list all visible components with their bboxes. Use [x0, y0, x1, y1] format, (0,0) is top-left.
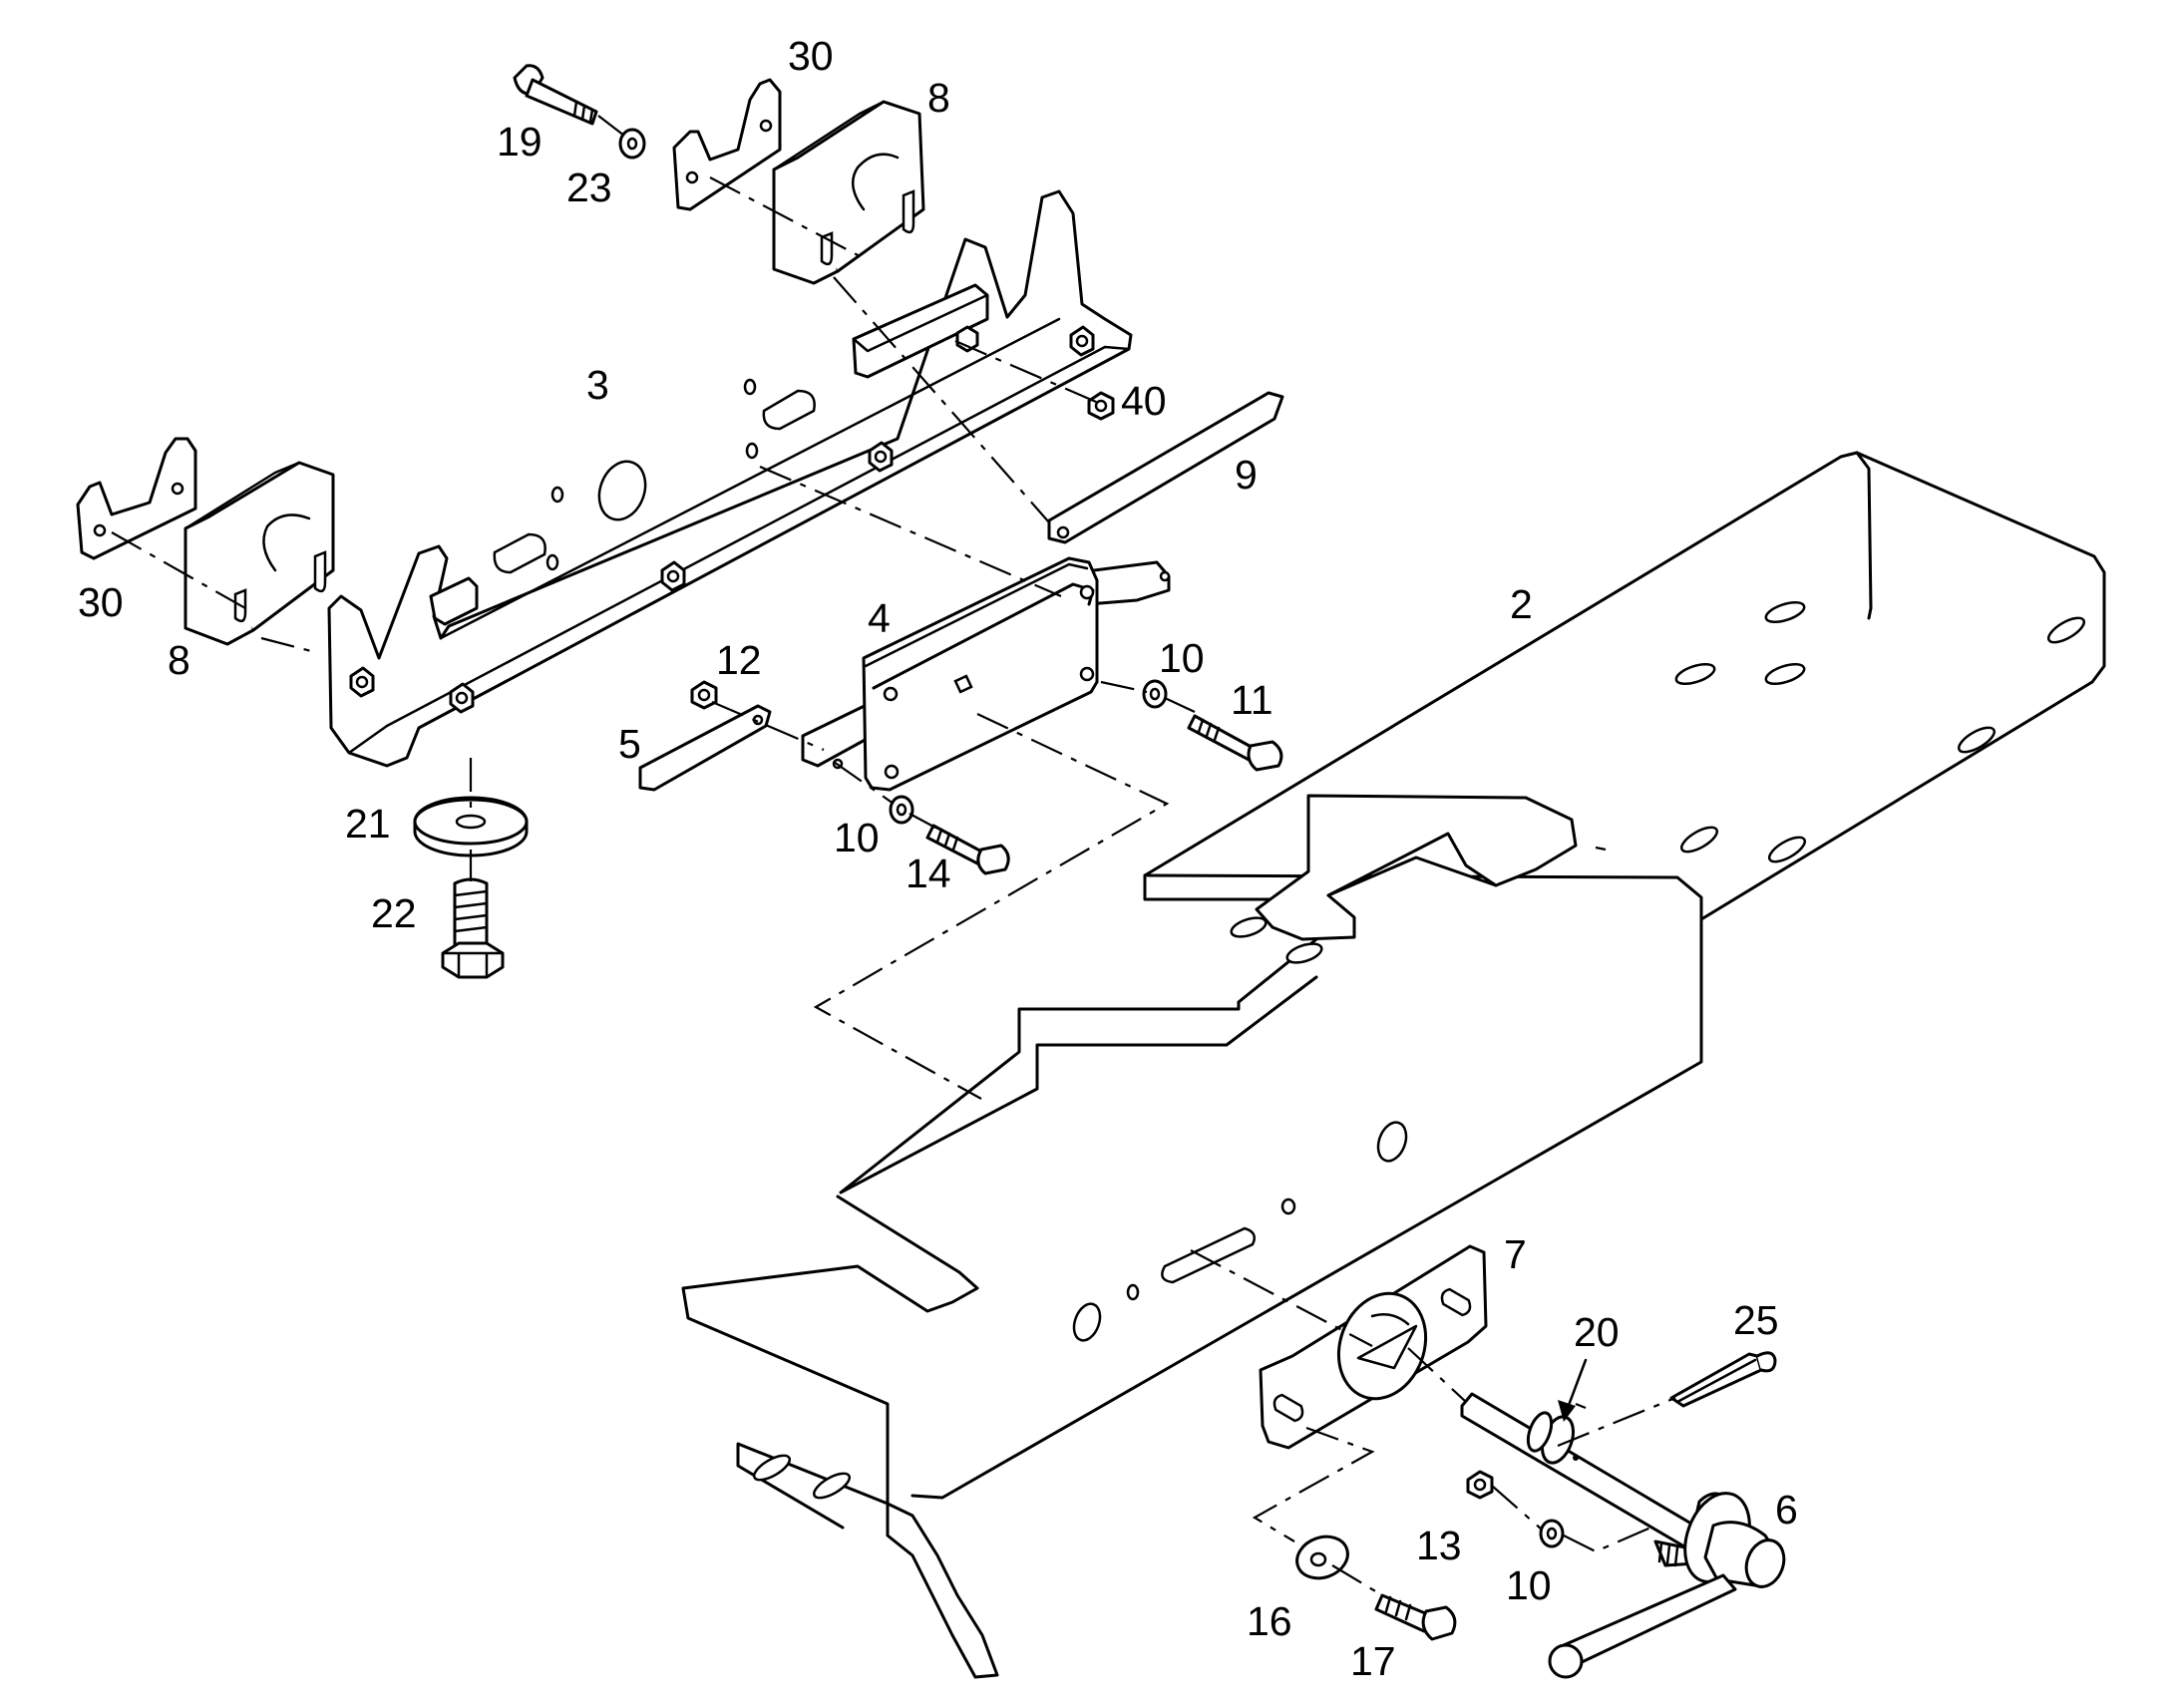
- nut-icon: [1069, 325, 1095, 357]
- part-3-bracket-plate: [327, 189, 1133, 768]
- callout-20: 20: [1574, 1309, 1620, 1355]
- part-19-cap-screw: [513, 64, 598, 126]
- callout-25: 25: [1733, 1297, 1779, 1343]
- nut-icon: [955, 325, 979, 353]
- callout-13: 13: [1416, 1523, 1462, 1568]
- callout-4: 4: [868, 595, 891, 641]
- callout-10-middle: 10: [834, 815, 880, 860]
- nut-icon: [449, 682, 475, 714]
- part-17-cap-screw: [1374, 1593, 1457, 1641]
- callout-9: 9: [1235, 452, 1258, 498]
- callout-40: 40: [1121, 378, 1167, 424]
- part-10-washer: [889, 795, 914, 825]
- part-2-main-frame: [681, 451, 2106, 1679]
- part-5-bar: [638, 704, 772, 792]
- callout-6: 6: [1775, 1487, 1798, 1533]
- part-6-handle: [1548, 1492, 1786, 1679]
- callout-5: 5: [618, 721, 641, 767]
- nut-icon: [868, 441, 894, 473]
- part-25-cotter-pin: [1669, 1351, 1777, 1408]
- callout-21: 21: [345, 801, 391, 847]
- callout-16: 16: [1247, 1598, 1292, 1644]
- part-20-pin: [1460, 1392, 1703, 1551]
- callout-3: 3: [586, 362, 609, 408]
- part-10-washer: [1539, 1519, 1565, 1548]
- nut-icon: [660, 560, 686, 592]
- callout-8-lower: 8: [168, 637, 190, 683]
- part-12-nut: [690, 680, 718, 710]
- callout-12: 12: [716, 637, 762, 683]
- callout-8-upper: 8: [927, 75, 950, 121]
- arrow-20: [1558, 1358, 1588, 1422]
- part-16-washer: [1295, 1535, 1349, 1580]
- part-9-bar: [1047, 391, 1284, 544]
- callout-22: 22: [371, 890, 417, 936]
- part-14-cap-screw: [925, 824, 1010, 875]
- part-21-washer: [413, 796, 529, 857]
- nut-icon: [349, 666, 375, 698]
- callout-2: 2: [1510, 581, 1533, 627]
- callout-10-upper: 10: [1159, 635, 1205, 681]
- callouts: 30 8 19 23 3 40 9 30 8 4 2 12 10 11 5 21…: [78, 33, 1798, 1684]
- callout-10-lower: 10: [1506, 1562, 1552, 1608]
- part-13-nut: [1466, 1470, 1494, 1500]
- part-30-plate-upper: [672, 78, 782, 211]
- callout-14: 14: [906, 851, 951, 896]
- part-30-plate-lower: [76, 437, 197, 560]
- callout-11: 11: [1231, 677, 1273, 723]
- callout-19: 19: [497, 119, 543, 165]
- part-11-cap-screw: [1187, 714, 1283, 772]
- part-40-nut: [1087, 391, 1115, 421]
- part-22-hex-bolt: [441, 877, 505, 979]
- part-7-mounting-plate: [1259, 1244, 1488, 1450]
- callout-30-lower: 30: [78, 579, 124, 625]
- part-8-block-upper: [772, 100, 925, 285]
- callout-7: 7: [1504, 1231, 1527, 1277]
- part-8-block-lower: [183, 461, 335, 646]
- callout-23: 23: [566, 165, 612, 210]
- part-4-switch-box: [801, 556, 1171, 792]
- alignment-lines: [111, 115, 1676, 1596]
- part-10-washer: [1142, 679, 1168, 709]
- callout-17: 17: [1350, 1638, 1396, 1684]
- callout-30-upper: 30: [788, 33, 834, 79]
- part-23-washer: [618, 128, 646, 160]
